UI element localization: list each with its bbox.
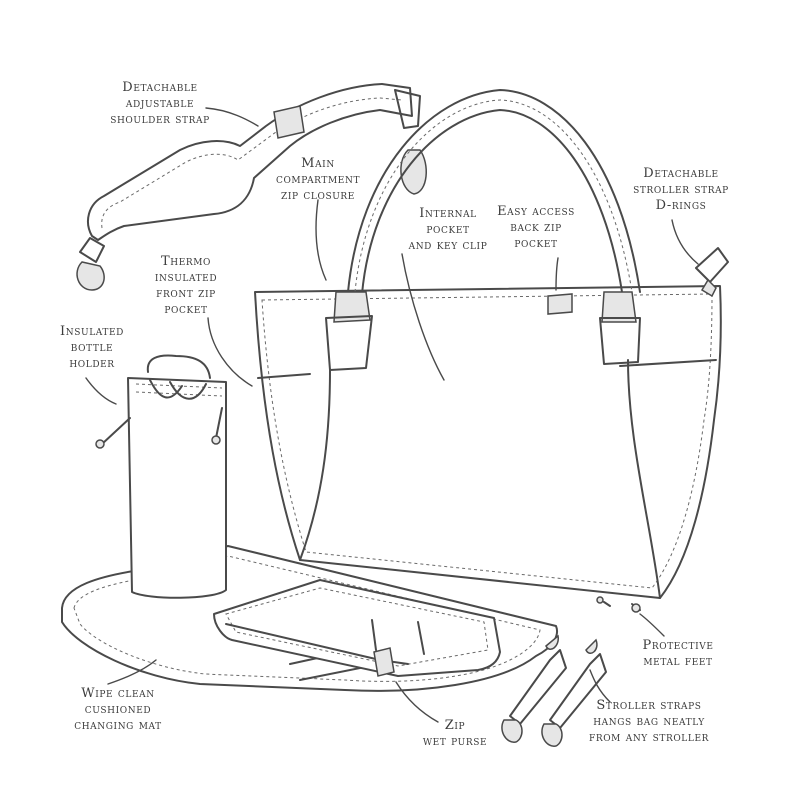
label-back-pocket: Easy access back zip pocket	[497, 204, 575, 251]
label-stroller-straps: Stroller straps hangs bag neatly from an…	[588, 698, 710, 745]
stroller-straps	[501, 634, 607, 747]
label-protective-feet: Protective metal feet	[642, 638, 714, 669]
label-internal-pocket: Internal pocket and key clip	[408, 206, 488, 253]
protective-feet	[596, 596, 641, 613]
bottle-holder	[95, 354, 227, 599]
bag-handles	[325, 89, 641, 371]
shoulder-strap	[87, 83, 421, 241]
label-shoulder-strap: Detachable adjustable shoulder strap	[110, 80, 210, 127]
label-stroller-d-rings: Detachable stroller strap D-rings	[633, 166, 729, 213]
label-wet-purse: Zip wet purse	[422, 718, 488, 749]
bag-body	[254, 285, 722, 611]
leader-lines	[85, 107, 699, 723]
strap-clip-right	[400, 149, 427, 195]
wet-purse	[213, 579, 501, 677]
label-changing-mat: Wipe clean cushioned changing mat	[74, 686, 162, 733]
label-main-compartment: Main compartment zip closure	[275, 156, 361, 203]
stroller-d-ring	[695, 247, 729, 298]
strap-clip-left	[76, 237, 105, 291]
label-thermo-pocket: Thermo insulated front zip pocket	[154, 254, 218, 317]
label-bottle-holder: Insulated bottle holder	[60, 324, 124, 371]
